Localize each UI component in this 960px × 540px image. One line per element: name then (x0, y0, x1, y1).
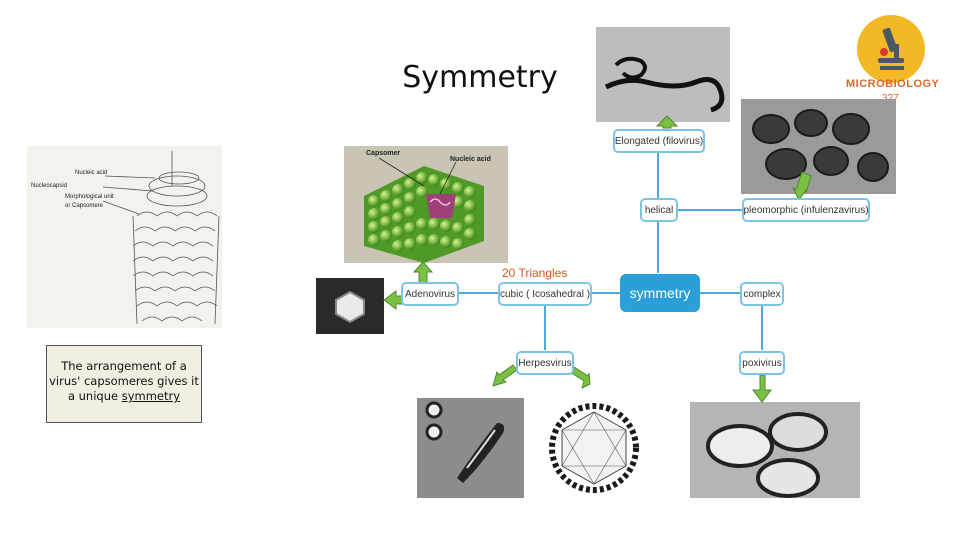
logo-text: MICROBIOLOGY (846, 78, 940, 90)
nucleic-acid-label: Nucleic acid (450, 156, 491, 163)
arrow-down-poxivirus (752, 374, 772, 403)
arrow-up-filovirus (655, 115, 679, 129)
caption-link[interactable]: symmetry (121, 389, 181, 403)
arrow-down-herpesvirus (492, 364, 518, 387)
poxvirus-micrograph (690, 402, 860, 498)
node-symmetry[interactable]: symmetry (620, 274, 700, 312)
arrow-left-adenovirus (383, 290, 403, 310)
logo-number: 327 (882, 93, 899, 104)
drawing-label-2: Nucleocapsid (31, 183, 68, 189)
influenza-micrograph (741, 99, 896, 194)
node-elongated-filovirus[interactable]: Elongated (filovirus) (613, 129, 705, 153)
drawing-label-4: or Capsomere (65, 203, 104, 209)
filovirus-micrograph (596, 27, 730, 122)
node-adenovirus[interactable]: Adenovirus (401, 282, 459, 306)
microscope-icon (857, 15, 925, 83)
caption-text: The arrangement of a virus' capsomeres g… (49, 359, 199, 403)
arrow-up-pleomorphic (791, 171, 812, 201)
microbiology-logo (856, 14, 926, 84)
slide-title: Symmetry (402, 60, 558, 95)
icosahedron-diagram (540, 396, 648, 498)
node-poxivirus[interactable]: poxivirus (739, 351, 785, 375)
note-20-triangles: 20 Triangles (502, 266, 568, 280)
arrow-up-capsid-model (412, 261, 434, 288)
node-helical[interactable]: helical (640, 198, 678, 222)
node-complex[interactable]: complex (740, 282, 784, 306)
herpesvirus-micrograph (417, 398, 524, 498)
caption-box: The arrangement of a virus' capsomeres g… (46, 345, 202, 423)
adenovirus-micrograph (316, 278, 384, 334)
drawing-label-3: Morphological unit (65, 194, 114, 200)
icosahedral-capsid-model: Capsomer Nucleic acid (344, 146, 508, 263)
node-herpesvirus[interactable]: Herpesvirus (516, 351, 574, 375)
node-cubic[interactable]: cubic ( Icosahedral ) (498, 282, 592, 306)
helical-capsid-drawing: Nucleic acid Nucleocapsid Morphological … (27, 146, 222, 328)
capsomer-label: Capsomer (366, 150, 401, 157)
node-pleomorphic[interactable]: pleomorphic (infulenzavirus) (742, 198, 870, 222)
drawing-label-1: Nucleic acid (75, 170, 108, 176)
